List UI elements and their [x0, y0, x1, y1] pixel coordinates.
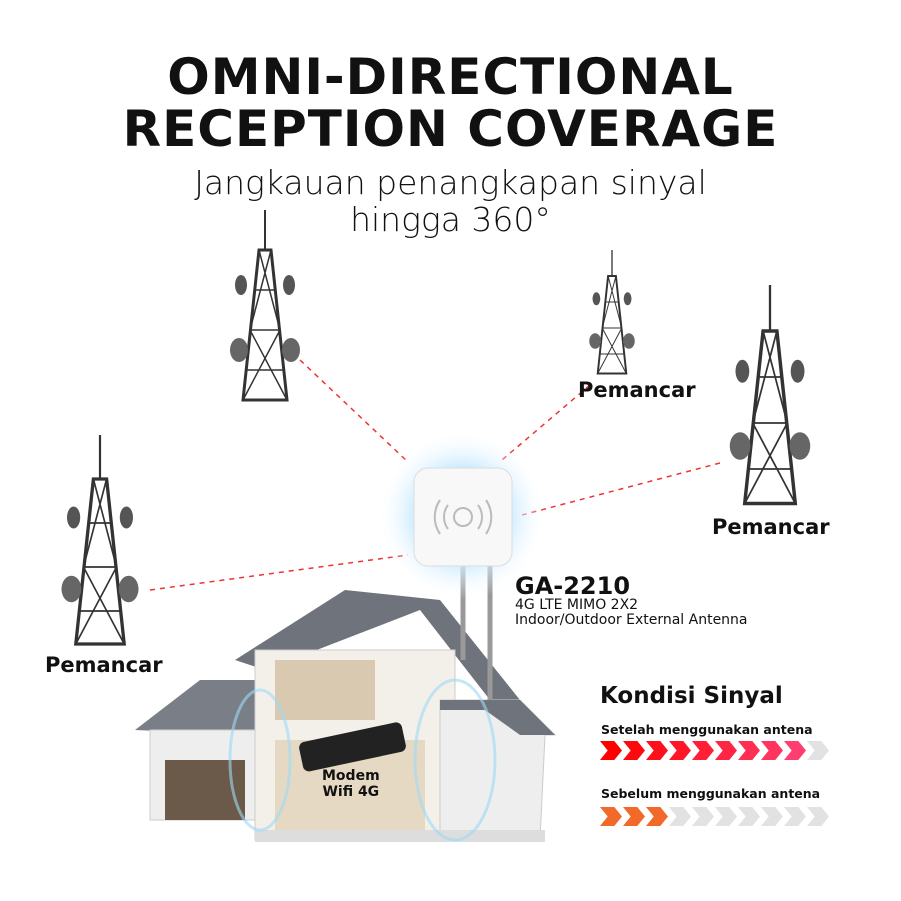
tower-label: Pemancar: [45, 653, 163, 677]
signal-chevron: [600, 807, 622, 826]
before-signal-bar: [600, 807, 829, 826]
signal-chevron: [761, 807, 783, 826]
after-label: Setelah menggunakan antena: [601, 722, 813, 737]
signal-chevron: [784, 741, 806, 760]
wireless-icon: [433, 499, 493, 535]
modem-label-line2: Wifi 4G: [322, 784, 380, 800]
house-illustration: [135, 560, 557, 842]
signal-title: Kondisi Sinyal: [600, 683, 783, 709]
tower-icon: [228, 208, 302, 402]
modem-label: Modem Wifi 4G: [322, 768, 380, 800]
title-line-1: OMNI-DIRECTIONAL: [167, 48, 734, 106]
signal-chevron: [715, 741, 737, 760]
antenna-icon: [413, 467, 513, 567]
signal-lines: [149, 359, 721, 591]
product-spec: Indoor/Outdoor External Antenna: [515, 612, 748, 628]
after-signal-bar: [600, 741, 829, 760]
signal-chevron: [692, 741, 714, 760]
signal-chevron: [761, 741, 783, 760]
signal-chevron: [807, 807, 829, 826]
before-label: Sebelum menggunakan antena: [601, 786, 821, 801]
signal-chevron: [623, 741, 645, 760]
signal-chevron: [600, 741, 622, 760]
title-line-2: RECEPTION COVERAGE: [122, 100, 779, 158]
signal-chevron: [692, 807, 714, 826]
product-spec: 4G LTE MIMO 2X2: [515, 597, 639, 613]
tower-icon: [728, 283, 812, 506]
tower-label: Pemancar: [578, 378, 696, 402]
signal-chevron: [669, 807, 691, 826]
signal-chevron: [784, 807, 806, 826]
modem-label-line1: Modem: [322, 768, 380, 784]
signal-chevron: [738, 807, 760, 826]
signal-chevron: [646, 741, 668, 760]
signal-chevron: [738, 741, 760, 760]
subtitle-line-1: Jangkauan penangkapan sinyal: [194, 163, 707, 202]
product-model: GA-2210: [515, 572, 631, 600]
tower-icon: [588, 249, 636, 375]
subtitle-line-2: hingga 360°: [350, 200, 551, 239]
tower-icon: [59, 433, 141, 646]
signal-chevron: [646, 807, 668, 826]
tower-label: Pemancar: [712, 515, 830, 539]
signal-chevron: [623, 807, 645, 826]
signal-chevron: [715, 807, 737, 826]
signal-chevron: [669, 741, 691, 760]
modem-icon: [299, 722, 406, 772]
signal-chevron: [807, 741, 829, 760]
